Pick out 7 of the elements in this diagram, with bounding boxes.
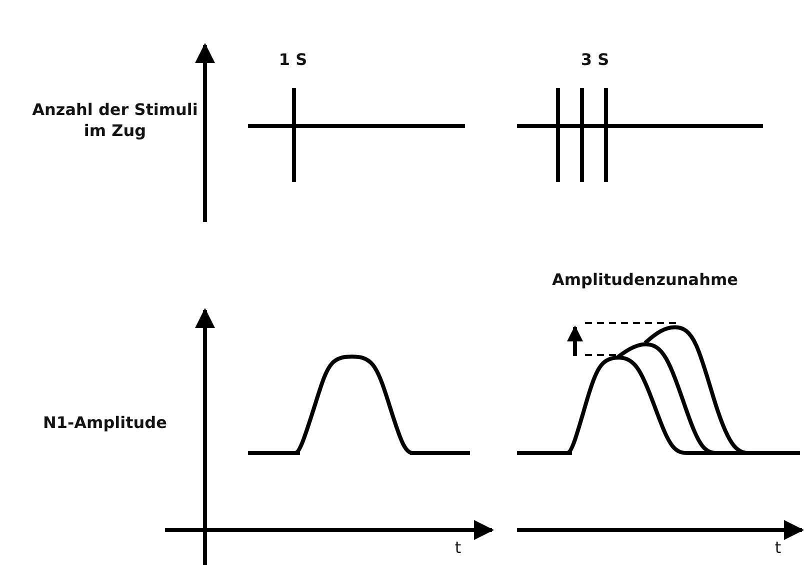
axis-label: t	[454, 538, 462, 559]
axis-label: Anzahl der Stimuli im Zug	[31, 100, 199, 142]
axis-label: N1-Amplitude	[42, 413, 168, 434]
stimulus-count-label: 1 S	[278, 50, 308, 71]
annotation-label: Amplitudenzunahme	[550, 270, 739, 291]
stimulus-count-label: 3 S	[580, 50, 610, 71]
axis-label: t	[774, 538, 782, 559]
